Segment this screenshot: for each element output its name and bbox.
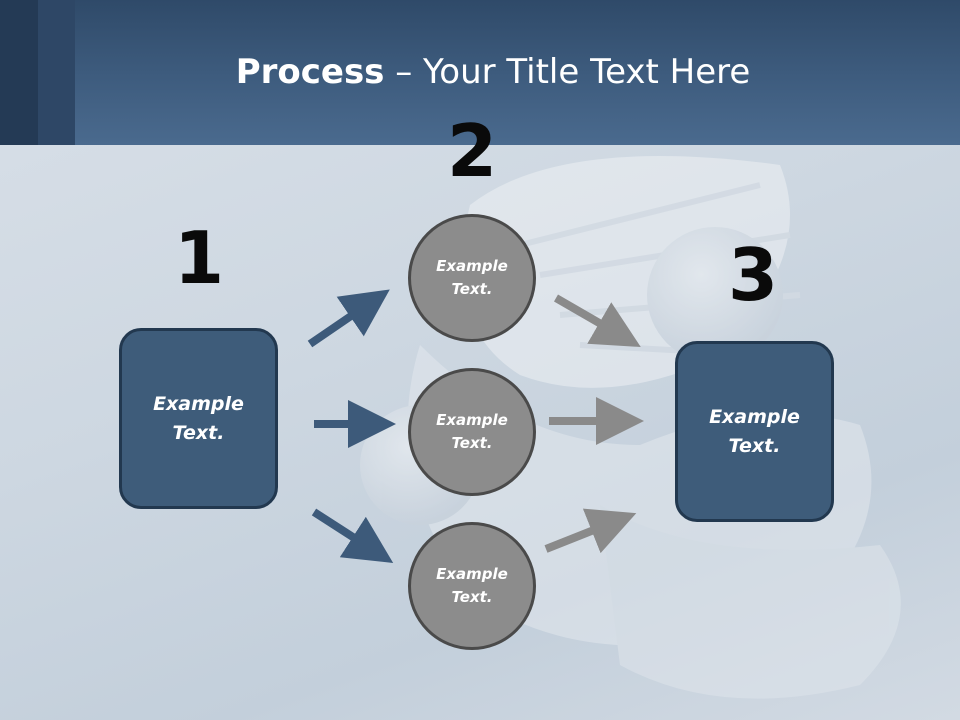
arrow-top-to-right — [553, 294, 641, 348]
header-band — [0, 0, 960, 145]
arrow-bottom-to-right — [544, 508, 637, 554]
left-process-box[interactable]: Example Text. — [119, 328, 278, 509]
header-accent-dark — [0, 0, 38, 145]
circle-bottom[interactable]: Example Text. — [408, 522, 536, 650]
slide-title: Process – Your Title Text Here — [0, 52, 960, 92]
arrow-to-bottom-circle — [311, 508, 394, 563]
circle-bottom-text: Example Text. — [436, 565, 508, 606]
arrow-to-top-circle — [307, 289, 390, 348]
circle-top[interactable]: Example Text. — [408, 214, 536, 342]
circle-middle-text: Example Text. — [436, 411, 508, 452]
step-number-1: 1 — [173, 216, 225, 300]
circle-middle[interactable]: Example Text. — [408, 368, 536, 496]
step-number-2: 2 — [446, 109, 498, 193]
left-box-text: Example Text. — [153, 392, 244, 444]
right-process-box[interactable]: Example Text. — [675, 341, 834, 522]
circle-top-text: Example Text. — [436, 257, 508, 298]
title-bold: Process — [235, 52, 385, 92]
step-number-3: 3 — [727, 233, 779, 317]
right-box-text: Example Text. — [709, 405, 800, 457]
header-accent — [38, 0, 75, 145]
title-rest: – Your Title Text Here — [384, 52, 751, 92]
